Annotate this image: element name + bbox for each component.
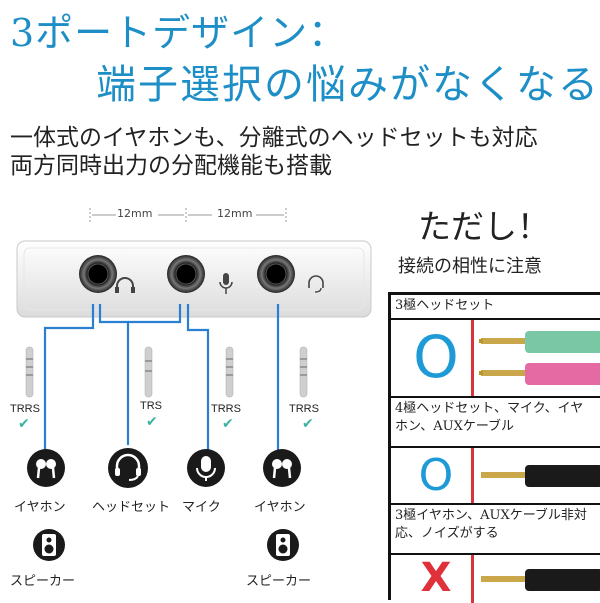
earphone-icon: [26, 448, 66, 492]
description-line-1: 一体式のイヤホンも、分離式のヘッドセットも対応: [10, 125, 538, 151]
device-label-2: ヘッドセット: [92, 500, 171, 515]
title-line-2: 端子選択の悩みがなくなる: [96, 62, 600, 108]
device-label-4: イヤホン: [254, 500, 306, 515]
plug-label-4: TRRS: [289, 403, 319, 415]
microphone-icon: [186, 448, 226, 492]
headphone-icon: [114, 276, 136, 298]
speaker-label-1: スピーカー: [10, 574, 76, 589]
compat-row-title: 3極ヘッドセット: [391, 295, 600, 320]
headset-icon: [107, 447, 149, 493]
check-icon-2: ✔: [146, 414, 158, 430]
headset-small-icon: [306, 274, 326, 298]
title-line-1: 3ポートデザイン：: [10, 11, 348, 55]
plug-pair-icon: [479, 325, 600, 397]
check-icon-3: ✔: [222, 416, 234, 432]
compat-ok-mark: O: [413, 323, 459, 391]
plug-icons: [0, 345, 360, 405]
microphone-small-icon: [218, 272, 234, 300]
description-line-2: 両方同時出力の分配機能も搭載: [10, 153, 332, 179]
device-label-3: マイク: [182, 500, 221, 515]
plug-label-2: TRS: [140, 400, 162, 412]
device-label-1: イヤホン: [14, 500, 66, 515]
plug-icon: [479, 463, 600, 495]
plug-label-3: TRRS: [211, 403, 241, 415]
compat-row-title: 4極ヘッドセット、マイク、イヤホン、AUXケーブル: [395, 401, 584, 434]
splitter-device: [16, 240, 372, 318]
compat-row-title: 3極イヤホン、AUXケーブル非対応、ノイズがする: [395, 508, 587, 541]
earphone-icon: [262, 448, 302, 492]
check-icon-1: ✔: [18, 416, 30, 432]
speaker-label-2: スピーカー: [246, 574, 312, 589]
dimension-lines: [88, 206, 288, 226]
plug-label-1: TRRS: [10, 403, 40, 415]
wiring: [0, 290, 360, 460]
dimension-right: 12mm: [217, 207, 253, 220]
speaker-icon: [266, 528, 300, 566]
check-icon-4: ✔: [302, 416, 314, 432]
compat-ng-mark: X: [420, 555, 452, 601]
dimension-left: 12mm: [117, 207, 153, 220]
notice-subheading: 接続の相性に注意: [398, 256, 542, 277]
compat-table: 3極ヘッドセット O 4極ヘッドセット、マイク、イヤホン、AUXケーブル O 3…: [388, 292, 600, 603]
notice-heading: ただし！: [418, 207, 550, 246]
compat-ok-mark: O: [418, 450, 454, 501]
plug-icon: [479, 567, 600, 599]
speaker-icon: [32, 528, 66, 566]
